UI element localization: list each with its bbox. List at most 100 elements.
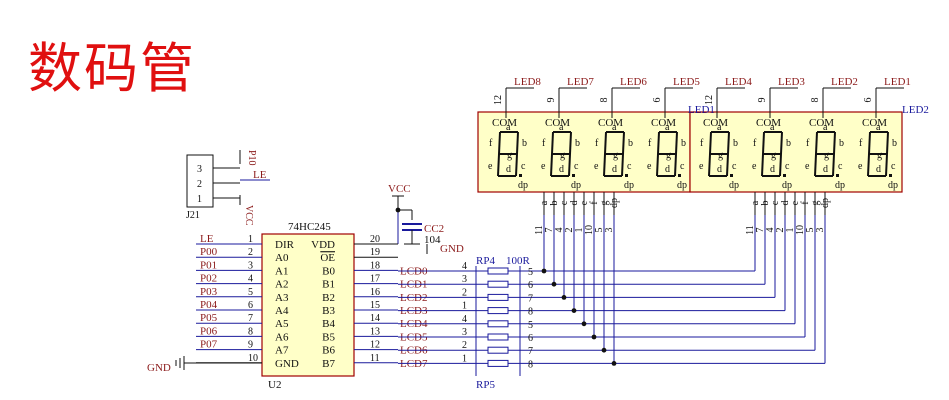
digit-net-label: LED1: [884, 76, 911, 88]
dp-dot: [889, 174, 892, 177]
seg-label-c: c: [680, 161, 685, 172]
segment: [814, 153, 817, 177]
seg-label-b: b: [628, 138, 633, 149]
seg-label-b: b: [575, 138, 580, 149]
u2-pin-name: B0: [322, 265, 335, 277]
u2-pin-number: 18: [370, 260, 380, 271]
u2-pin-number: 13: [370, 326, 380, 337]
u2-gnd-label: GND: [147, 362, 171, 374]
seg-label-a: a: [559, 122, 564, 133]
seven-segment-digit: [814, 131, 839, 177]
resistor: [487, 280, 509, 288]
digit-net-label: LED2: [831, 76, 858, 88]
rp-pin-number: 8: [528, 307, 533, 318]
seg-label-e: e: [541, 161, 546, 172]
segment: [762, 131, 765, 155]
seg-label-d: d: [717, 164, 722, 175]
rp-pin-number: 5: [528, 320, 533, 331]
resistor: [487, 320, 509, 328]
segment: [708, 153, 711, 177]
resistor: [487, 293, 509, 301]
seg-label-d: d: [770, 164, 775, 175]
u2-pin-number: 8: [248, 326, 253, 337]
seg-label-d: d: [559, 164, 564, 175]
seg-label-b: b: [839, 138, 844, 149]
seg-label-c: c: [521, 161, 526, 172]
resistor: [487, 333, 509, 341]
segment-pin-letter: b: [549, 201, 560, 206]
seg-label-c: c: [838, 161, 843, 172]
seven-segment-digit: [497, 131, 522, 177]
u2-body: [261, 233, 355, 377]
seg-label-b: b: [681, 138, 686, 149]
display-body-left: [477, 111, 691, 193]
segment-pin-number: 7: [755, 228, 766, 233]
segment-pin-number: 1: [574, 228, 585, 233]
segment: [833, 131, 836, 155]
seg-label-f: f: [542, 138, 546, 149]
segment-pin-letter: c: [559, 200, 570, 205]
segment-pin-number: 7: [544, 228, 555, 233]
segment-pin-letter: f: [800, 201, 811, 205]
dp-dot: [519, 174, 522, 177]
u2-pin-name: B3: [322, 305, 335, 317]
j21-pin-number: 1: [197, 194, 202, 205]
u2-pin-name: B1: [322, 279, 335, 291]
com-label: COM: [651, 117, 676, 129]
seg-label-dp: dp: [677, 180, 687, 191]
com-pin-number: 6: [652, 98, 663, 103]
u2-pin-number: 20: [370, 234, 380, 245]
seven-segment-digit: [761, 131, 786, 177]
cap-value: 104: [424, 234, 441, 246]
segment-pin-number: 11: [534, 225, 545, 235]
seg-label-g: g: [666, 150, 671, 161]
seg-label-e: e: [699, 161, 704, 172]
junction-dot: [541, 268, 547, 274]
segment-pin-number: 5: [594, 228, 605, 233]
seven-segment-digit: [603, 131, 628, 177]
u2-pin-number: 2: [248, 247, 253, 258]
junction-dot: [571, 308, 577, 313]
dp-dot: [678, 174, 681, 177]
segment-pin-letter: dp: [609, 198, 620, 208]
rp-pin-number: 6: [528, 333, 533, 344]
segment-pin-number: 4: [765, 228, 776, 233]
com-pin-number: 9: [546, 98, 557, 103]
seg-label-g: g: [507, 150, 512, 161]
segment: [498, 131, 501, 155]
u2-pin-number: 14: [370, 313, 380, 324]
seg-label-g: g: [718, 150, 723, 161]
seg-label-e: e: [488, 161, 493, 172]
cap-gnd-label: GND: [440, 243, 464, 255]
rp-pin-number: 3: [462, 327, 467, 338]
seg-label-g: g: [560, 150, 565, 161]
u2-pin-number: 7: [248, 313, 253, 324]
segment: [779, 153, 782, 177]
segment: [568, 153, 571, 177]
segment-pin-letter: dp: [820, 198, 831, 208]
segment: [867, 153, 870, 177]
u2-pin-number: 3: [248, 260, 253, 271]
segment-pin-number: 3: [604, 228, 615, 233]
u2-net-label: P02: [200, 273, 217, 285]
u2-pin-name: B4: [322, 318, 335, 330]
rp-pin-number: 4: [462, 261, 467, 272]
seg-label-f: f: [700, 138, 704, 149]
segment-pin-letter: f: [589, 201, 600, 205]
com-pin-number: 8: [810, 98, 821, 103]
seg-label-d: d: [506, 164, 511, 175]
seven-segment-digit: [550, 131, 575, 177]
u2-pin-name: A1: [275, 265, 288, 277]
u2-net-label: P06: [200, 325, 218, 337]
rp-pin-number: 8: [528, 359, 533, 370]
page-title: 数码管: [28, 37, 196, 100]
u2-pin-number: 6: [248, 300, 253, 311]
digit-net-label: LED4: [725, 76, 752, 88]
u2-pin-number: 17: [370, 274, 380, 285]
u2-pin-name: OE: [320, 252, 335, 264]
seg-label-d: d: [876, 164, 881, 175]
rp-pin-number: 5: [528, 267, 533, 278]
seg-label-b: b: [733, 138, 738, 149]
u2-pin-number: 1: [248, 234, 253, 245]
